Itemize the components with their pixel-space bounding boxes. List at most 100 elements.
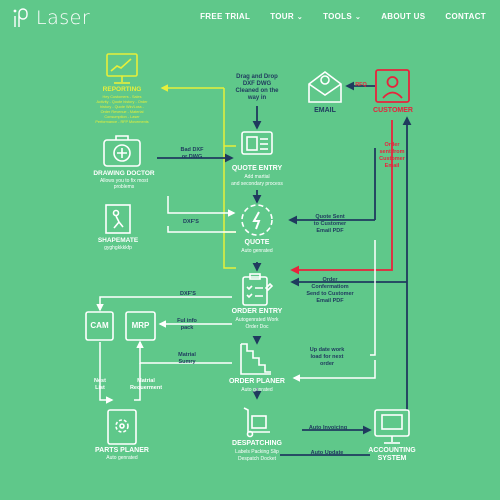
nav-free-trial[interactable]: FREE TRIAL xyxy=(200,12,250,21)
ful-info-label-2: pack xyxy=(180,325,194,331)
accounting-title-line-2: SYSTEM xyxy=(377,455,407,462)
quote-entry-desc-line-1: Add martial xyxy=(244,174,270,180)
email-title: EMAIL xyxy=(314,107,336,114)
accounting-title-line-1: ACCOUNTING xyxy=(368,447,416,454)
shapemate-desc: gyghgkkkkfp xyxy=(104,245,132,251)
reporting-desc-line-5: Consumption - Laser xyxy=(104,115,140,119)
quote-entry-desc-line-2: and secondary process xyxy=(231,181,283,187)
nav-contact-label: CONTACT xyxy=(445,12,486,21)
quote-sent-label-1: Quote Sent xyxy=(315,214,345,220)
nav-about-us[interactable]: ABOUT US xyxy=(381,12,425,21)
nav-contact[interactable]: CONTACT xyxy=(445,12,486,21)
order-confirm-label-2: Confermatiom xyxy=(311,284,349,290)
brand-logo[interactable]: Laser xyxy=(12,6,90,30)
despatching-title: DESPATCHING xyxy=(232,440,282,447)
order-sent-label-4: Email xyxy=(384,163,400,169)
reporting-desc-line-6: Performance - RFP Movements xyxy=(95,120,149,124)
order-planer-desc: Auto genrated xyxy=(241,387,273,393)
mrp-title: MRP xyxy=(131,321,150,330)
update-work-label-1: Up date work xyxy=(309,347,345,353)
dxfs-label-2: DXF'S xyxy=(180,291,196,297)
drawing-doctor-desc-line-2: problems xyxy=(113,184,135,190)
cam-box-icon xyxy=(85,311,114,341)
accounting-monitor-icon xyxy=(374,409,410,444)
reporting-desc-line-1: Hey Customers - Sales xyxy=(102,95,142,99)
mrp-box-icon xyxy=(125,311,156,341)
parts-planer-title: PARTS PLANER xyxy=(95,447,149,454)
reporting-title: REPORTING xyxy=(102,86,142,93)
secondary-connectors xyxy=(96,196,376,404)
quote-sent-label-3: Email PDF xyxy=(316,228,344,234)
reporting-desc-line-4: Order Revenue - Material xyxy=(100,110,144,114)
drawing-doctor-medical-icon xyxy=(103,135,141,167)
top-navigation-bar: Laser FREE TRIAL TOUR⌄ TOOLS⌄ ABOUT US C… xyxy=(0,0,500,36)
dxfs-label-1: DXF'S xyxy=(183,219,199,225)
matrial-sumry-label-1: Matrial xyxy=(178,352,196,358)
quote-title: QUOTE xyxy=(244,239,270,246)
nest-list-label-1: Nest xyxy=(94,378,106,384)
ful-info-label-1: Ful info xyxy=(177,318,197,324)
reporting-desc-line-3: history - Quote Win/Loss - xyxy=(100,105,144,109)
order-planer-stairs-icon xyxy=(240,343,271,375)
drawing-doctor-title: DRAWING DOCTOR xyxy=(93,170,155,177)
matrial-sumry-label-2: Sumry xyxy=(178,359,196,365)
update-work-label-2: load for next xyxy=(310,354,344,360)
shapemate-figure-icon xyxy=(105,204,131,234)
nest-list-label-2: List xyxy=(95,385,105,391)
nav-tools-label: TOOLS xyxy=(323,12,353,21)
nav-tour[interactable]: TOUR⌄ xyxy=(270,12,303,21)
order-confirm-label-3: Send to Customer xyxy=(306,291,354,297)
reporting-monitor-icon xyxy=(106,53,138,84)
parts-planer-gear-icon xyxy=(107,409,137,445)
order-sent-label-2: sent from xyxy=(379,149,405,155)
drag-drop-label-3: Cleaned on the xyxy=(235,88,279,94)
despatching-desc-line-2: Despatch Docket xyxy=(237,456,277,462)
despatching-handtruck-icon xyxy=(243,407,270,438)
drawing-doctor-desc-line-1: Allows you to fix most xyxy=(99,178,149,184)
reporting-desc-line-2: Activity - Quote history - Order xyxy=(96,100,148,104)
order-entry-desc-line-2: Order Doc xyxy=(245,324,269,330)
auto-invoicing-label: Auto Invoicing xyxy=(308,425,348,431)
cam-title: CAM xyxy=(90,321,109,330)
nav-about-us-label: ABOUT US xyxy=(381,12,426,21)
chevron-down-icon: ⌄ xyxy=(355,14,362,21)
order-planer-title: ORDER PLANER xyxy=(228,378,285,385)
drag-drop-label-1: Drag and Drop xyxy=(236,74,278,80)
order-confirm-label-4: Email PDF xyxy=(316,298,344,304)
nav-free-trial-label: FREE TRIAL xyxy=(200,12,251,21)
shapemate-title: SHAPEMATE xyxy=(97,237,139,244)
order-sent-connector xyxy=(290,120,393,275)
email-envelope-icon xyxy=(308,71,342,103)
bad-dxf-label-1: Bad DXF xyxy=(180,147,204,153)
order-sent-label-1: Order xyxy=(384,142,400,148)
update-work-label-3: order xyxy=(319,361,335,367)
drag-drop-label-4: way in xyxy=(247,95,267,101)
order-entry-title: ORDER ENTRY xyxy=(231,308,283,315)
order-sent-label-3: Customer xyxy=(379,156,405,162)
customer-person-icon xyxy=(375,69,410,103)
nav-tools[interactable]: TOOLS⌄ xyxy=(323,12,361,21)
bad-dxf-label-2: or DWG xyxy=(181,154,203,160)
order-confirm-label-1: Order xyxy=(322,277,338,283)
order-entry-desc-line-1: Autogenrated Work xyxy=(235,317,279,323)
brand-name: Laser xyxy=(36,7,91,29)
matrial-req-label-1: Matrial xyxy=(137,378,155,384)
matrial-req-label-2: Requerment xyxy=(129,385,163,391)
despatching-desc-line-1: Labels Packing Slip xyxy=(235,449,279,455)
auto-update-label: Auto Update xyxy=(310,450,344,456)
quote-entry-icon xyxy=(241,131,273,155)
chevron-down-icon: ⌄ xyxy=(296,14,304,21)
customer-title: CUSTOMER xyxy=(373,107,413,114)
rfq-label: RFQ xyxy=(355,82,367,88)
drag-drop-label-2: DXF DWG xyxy=(242,81,272,87)
quote-entry-title: QUOTE ENTRY xyxy=(231,165,283,172)
order-entry-clipboard-icon xyxy=(242,273,274,306)
quote-gear-icon xyxy=(241,204,273,236)
main-flow-connectors xyxy=(157,81,412,456)
nav-tour-label: TOUR xyxy=(270,12,294,21)
laser-logo-icon xyxy=(13,8,28,27)
main-nav: FREE TRIAL TOUR⌄ TOOLS⌄ ABOUT US CONTACT xyxy=(180,12,486,21)
quote-sent-label-2: to Customer xyxy=(313,221,347,227)
